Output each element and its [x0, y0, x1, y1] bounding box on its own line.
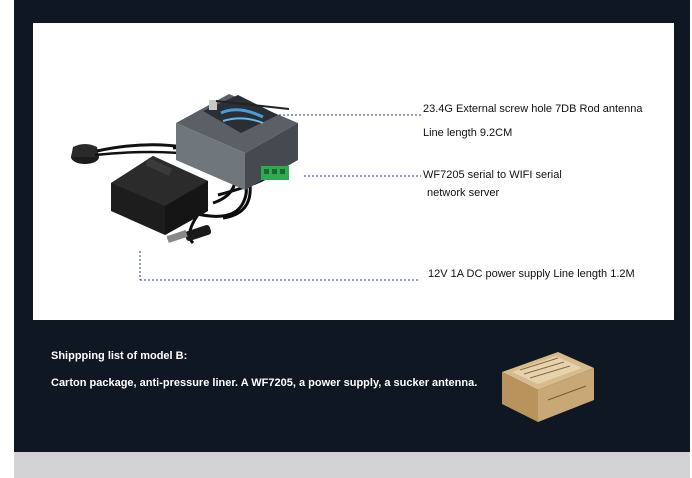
wf7205-device: [176, 94, 298, 190]
server-callout-line2: network server: [427, 187, 500, 199]
antenna-callout-line2: Line length 9.2CM: [423, 127, 513, 139]
antenna-callout-line1: 23.4G External screw hole 7DB Rod antenn…: [423, 103, 643, 115]
carton-box-photo: [502, 352, 594, 422]
product-image-card: 23.4G External screw hole 7DB Rod antenn…: [33, 23, 674, 320]
bottom-gray-strip: [14, 452, 690, 478]
power-adapter: [111, 156, 208, 235]
server-callout-line1: WF7205 serial to WIFI serial: [423, 169, 562, 181]
sucker-antenna-base: [71, 143, 199, 164]
power-callout: 12V 1A DC power supply Line length 1.2M: [428, 268, 635, 280]
leader-lines: [139, 114, 421, 281]
wifi-server-product-photo: [71, 94, 421, 281]
dc-plug: [166, 225, 212, 243]
shipping-list-title: Shippping list of model B:: [51, 350, 188, 362]
shipping-list-description: Carton package, anti-pressure liner. A W…: [51, 377, 478, 389]
